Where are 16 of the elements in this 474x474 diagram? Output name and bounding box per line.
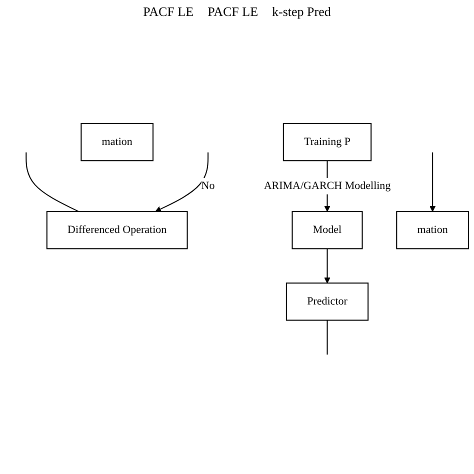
node-box: mation (396, 210, 469, 249)
edge-label: ARIMA/GARCH Modelling (264, 180, 391, 192)
arrow (155, 152, 209, 212)
connector (26, 152, 79, 212)
node-box: mation (80, 122, 154, 161)
note-text: k-step Pred (272, 4, 331, 20)
edge-label: No (201, 180, 215, 192)
node-box: Differenced Operation (46, 210, 188, 249)
connector (326, 320, 328, 354)
node-box: Predictor (286, 282, 369, 320)
arrow (324, 248, 330, 283)
node-box: Training P (282, 122, 372, 161)
arrow (430, 152, 436, 212)
note-text: PACF LE (208, 4, 258, 20)
node-box: Model (292, 210, 363, 249)
note-text: PACF LE (143, 4, 194, 20)
